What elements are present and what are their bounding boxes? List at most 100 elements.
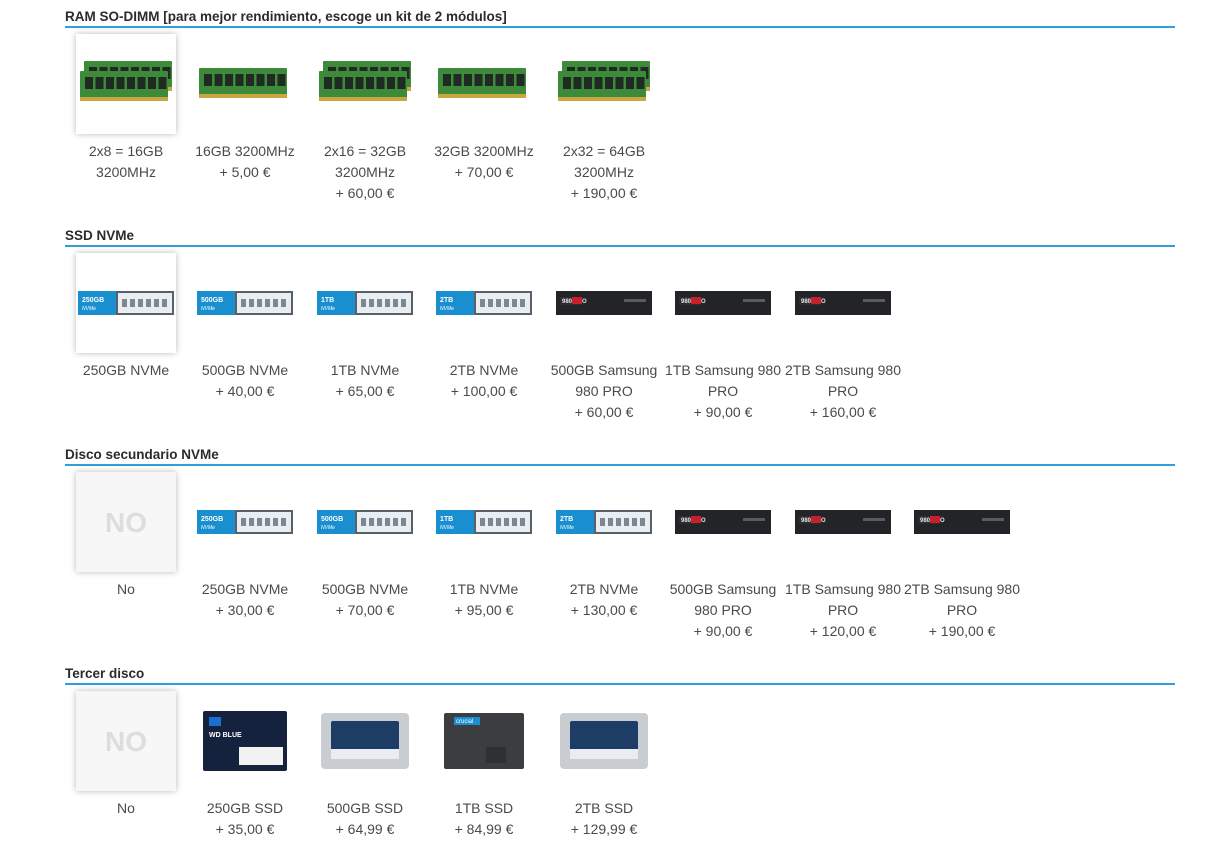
nvme-blue-icon: 250GB NVMe <box>76 253 176 353</box>
option-label: 250GB SSD <box>206 800 284 816</box>
option-label: 250GB NVMe <box>82 362 170 378</box>
option-card[interactable]: 2x16 = 32GB 3200MHz + 60,00 € <box>305 34 425 204</box>
ram-stick-icon <box>434 34 534 134</box>
svg-text:NVMe: NVMe <box>201 306 215 312</box>
option-price: + 30,00 € <box>215 602 275 618</box>
no-option-icon: NO <box>76 472 176 572</box>
nvme-samsung-icon: 980 PRO <box>793 253 893 353</box>
option-card[interactable]: 980 PRO500GB Samsung 980 PRO+ 90,00 € <box>663 472 783 642</box>
option-price: + 60,00 € <box>335 185 395 201</box>
ram-stick-icon <box>195 34 295 134</box>
option-label: 500GB SSD <box>326 800 404 816</box>
section-title: RAM SO-DIMM [para mejor rendimiento, esc… <box>65 8 1175 28</box>
option-price: + 40,00 € <box>215 383 275 399</box>
option-card[interactable]: 980 PRO 2TB Samsung 980 PRO + 160,00 € <box>783 253 903 423</box>
option-price: + 65,00 € <box>335 383 395 399</box>
option-price: + 90,00 € <box>693 623 753 639</box>
option-price: + 5,00 € <box>219 164 271 180</box>
option-label: 16GB 3200MHz <box>195 143 295 159</box>
option-price: + 64,99 € <box>335 821 395 837</box>
option-price: + 60,00 € <box>574 404 634 420</box>
option-card[interactable]: 2TB SSD + 129,99 € <box>544 691 664 840</box>
option-label: 500GB NVMe <box>201 362 289 378</box>
option-card[interactable]: 2x8 = 16GB 3200MHz <box>66 34 186 183</box>
no-option-icon: NO <box>76 691 176 791</box>
sata-ssd-crucial-mx-icon <box>554 691 654 791</box>
svg-text:250GB: 250GB <box>82 297 104 304</box>
option-label: 500GB Samsung 980 PRO <box>550 362 658 399</box>
option-label: 2x32 = 64GB 3200MHz <box>562 143 646 180</box>
option-price: + 35,00 € <box>215 821 275 837</box>
option-price: + 190,00 € <box>570 185 638 201</box>
option-card[interactable]: 500GB NVMe 500GB NVMe + 40,00 € <box>185 253 305 402</box>
nvme-samsung-icon: 980 PRO <box>554 253 654 353</box>
option-label: 1TB Samsung 980 PRO <box>665 362 781 399</box>
svg-text:2TB: 2TB <box>560 516 573 523</box>
svg-text:NVMe: NVMe <box>560 525 574 531</box>
option-card[interactable]: 500GB SSD + 64,99 € <box>305 691 425 840</box>
nvme-samsung-icon: 980 PRO <box>673 472 773 572</box>
nvme-blue-icon: 2TB NVMe <box>554 472 654 572</box>
option-label: 2TB NVMe <box>449 362 519 378</box>
option-card[interactable]: 980 PRO 500GB Samsung 980 PRO + 60,00 € <box>544 253 664 423</box>
option-card[interactable]: 980 PRO1TB Samsung 980 PRO+ 90,00 € <box>663 253 783 423</box>
option-price: + 160,00 € <box>809 404 877 420</box>
option-card[interactable]: 980 PRO2TB Samsung 980 PRO+ 190,00 € <box>902 472 1022 642</box>
option-label: 2x8 = 16GB 3200MHz <box>88 143 164 180</box>
svg-text:NO: NO <box>105 507 147 538</box>
ram-kit-icon <box>554 34 654 134</box>
sata-ssd-crucial-mx-icon <box>315 691 415 791</box>
nvme-blue-icon: 1TB NVMe <box>315 253 415 353</box>
option-card[interactable]: 16GB 3200MHz + 5,00 € <box>185 34 305 183</box>
option-price: + 84,99 € <box>454 821 514 837</box>
option-card[interactable]: 32GB 3200MHz + 70,00 € <box>424 34 544 183</box>
section-title: Disco secundario NVMe <box>65 446 1175 466</box>
svg-text:NVMe: NVMe <box>82 306 96 312</box>
option-label: 1TB Samsung 980 PRO <box>785 581 901 618</box>
option-label: 2TB Samsung 980 PRO <box>904 581 1020 618</box>
option-label: 2TB SSD <box>574 800 634 816</box>
option-card[interactable]: 2x32 = 64GB 3200MHz + 190,00 € <box>544 34 664 204</box>
svg-text:NO: NO <box>105 726 147 757</box>
option-label: 2TB Samsung 980 PRO <box>785 362 901 399</box>
option-price: + 100,00 € <box>450 383 518 399</box>
option-card[interactable]: 980 PRO1TB Samsung 980 PRO+ 120,00 € <box>783 472 903 642</box>
option-label: 1TB NVMe <box>330 362 400 378</box>
option-label: 1TB NVMe <box>449 581 519 597</box>
svg-text:500GB: 500GB <box>321 516 343 523</box>
svg-text:500GB: 500GB <box>201 297 223 304</box>
option-label: 32GB 3200MHz <box>434 143 534 159</box>
svg-text:WD BLUE: WD BLUE <box>209 732 242 739</box>
option-card[interactable]: WD BLUE 250GB SSD + 35,00 € <box>185 691 305 840</box>
svg-text:NVMe: NVMe <box>440 525 454 531</box>
svg-text:NVMe: NVMe <box>321 306 335 312</box>
option-price: + 95,00 € <box>454 602 514 618</box>
svg-text:2TB: 2TB <box>440 297 453 304</box>
nvme-samsung-icon: 980 PRO <box>673 253 773 353</box>
option-label: 2x16 = 32GB 3200MHz <box>323 143 407 180</box>
option-price: + 129,99 € <box>570 821 638 837</box>
option-price: + 70,00 € <box>454 164 514 180</box>
section-title: Tercer disco <box>65 665 1175 685</box>
svg-text:1TB: 1TB <box>321 297 334 304</box>
nvme-blue-icon: 500GB NVMe <box>315 472 415 572</box>
svg-text:250GB: 250GB <box>201 516 223 523</box>
sata-ssd-wd-icon: WD BLUE <box>195 691 295 791</box>
option-label: 500GB NVMe <box>321 581 409 597</box>
svg-text:NVMe: NVMe <box>321 525 335 531</box>
option-label: 2TB NVMe <box>569 581 639 597</box>
option-group-0: RAM SO-DIMM [para mejor rendimiento, esc… <box>65 8 1175 201</box>
